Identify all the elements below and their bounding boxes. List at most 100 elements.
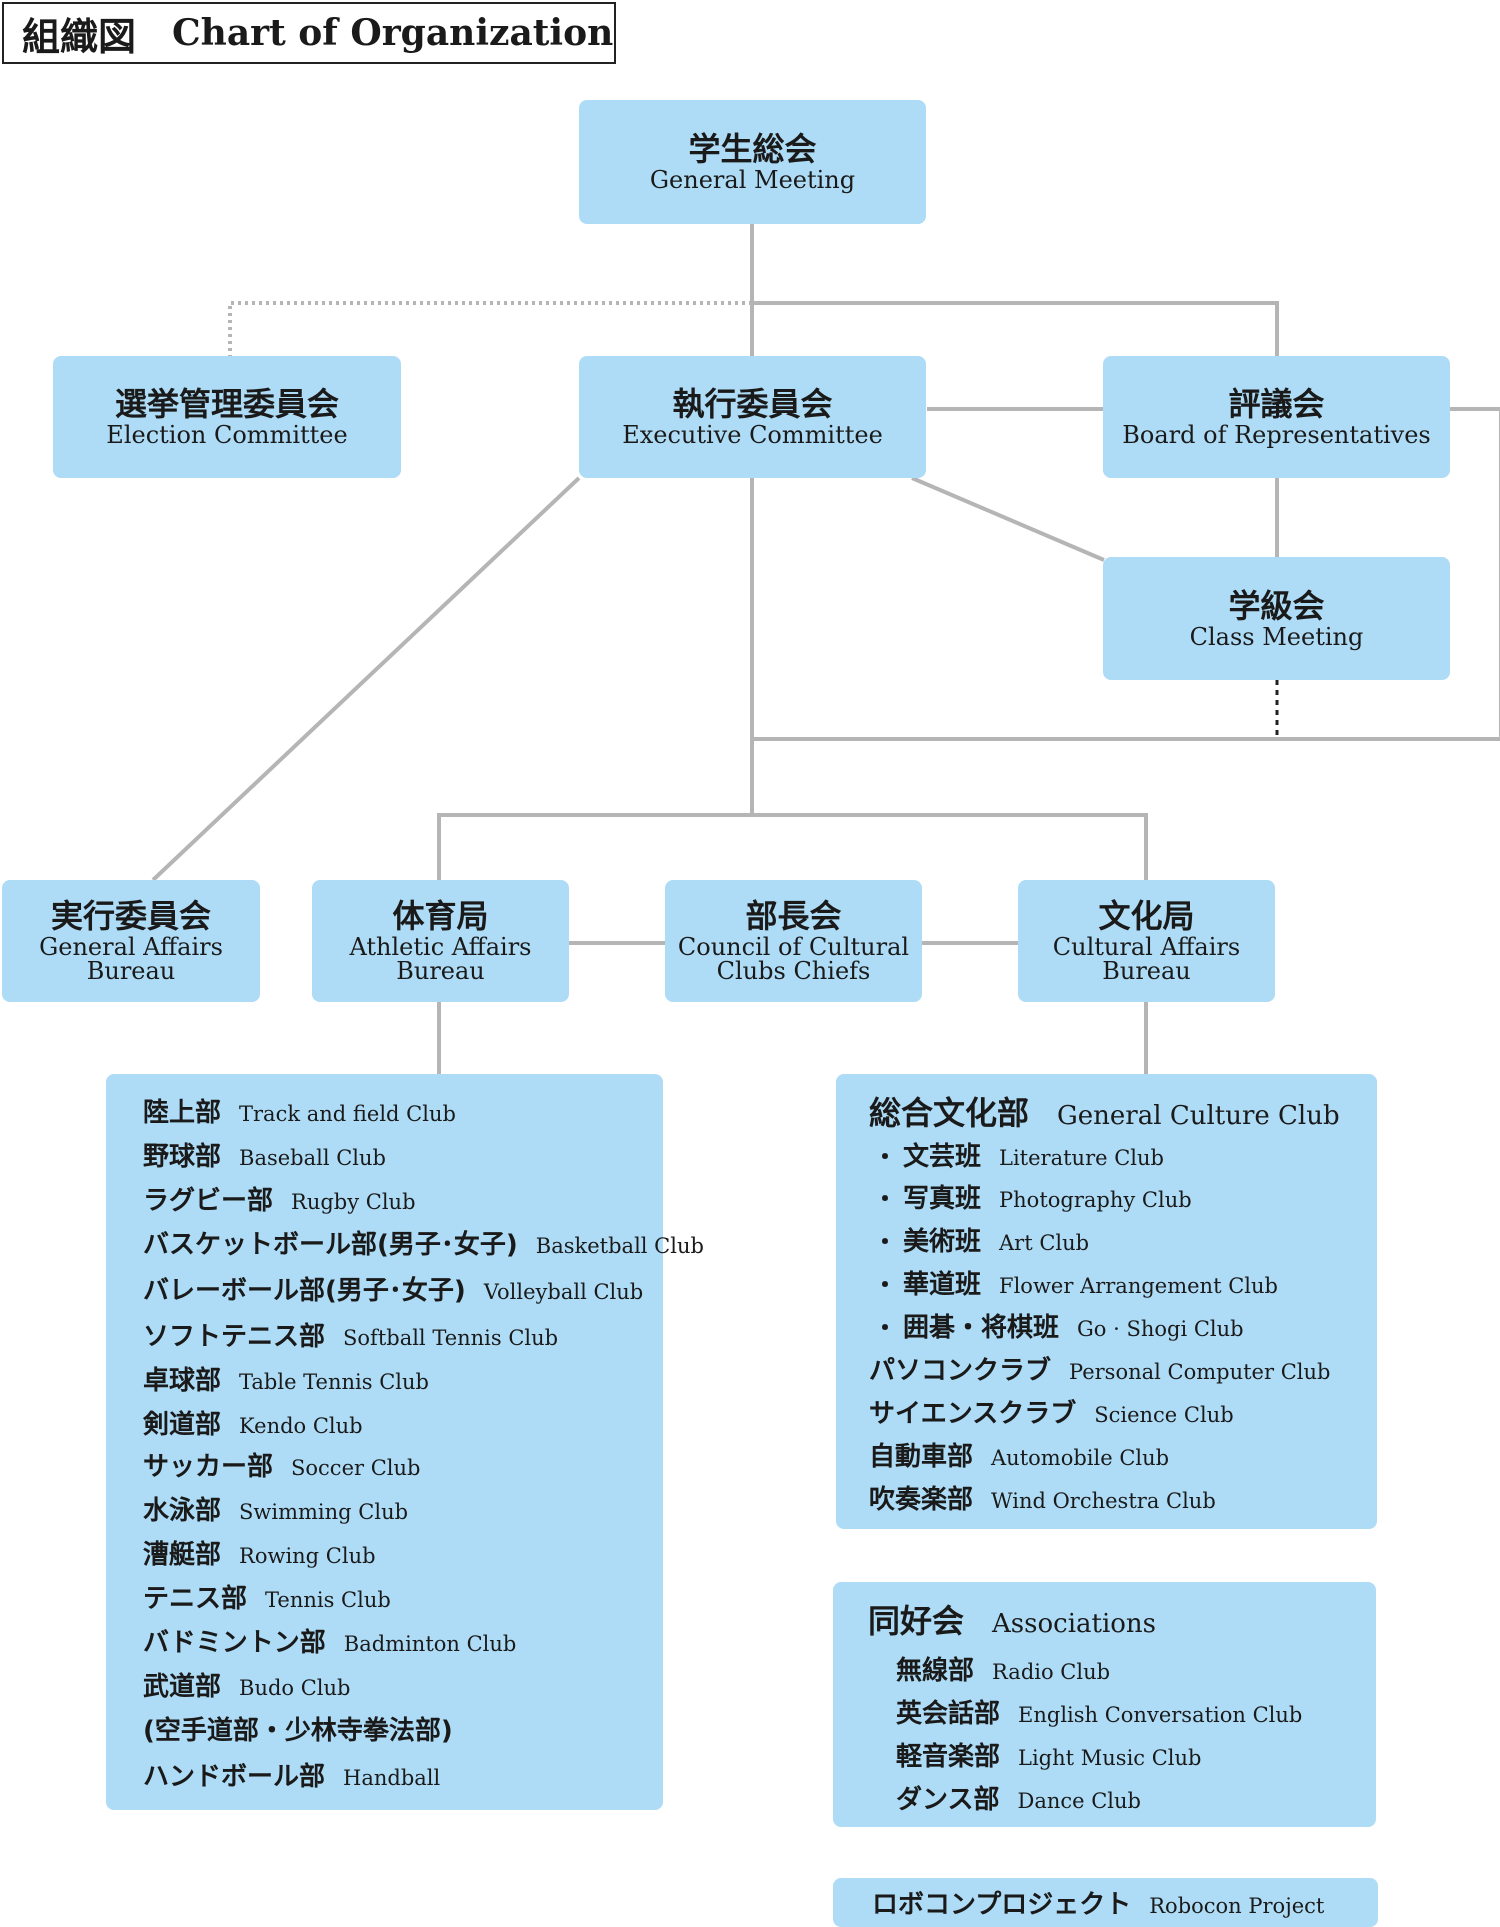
club-name-en: Badminton Club (343, 1632, 517, 1656)
club-name-ja: バドミントン部 (143, 1628, 326, 1658)
list-item: バレーボール部(男子･女子)Volleyball Club (143, 1270, 643, 1307)
list-item: 漕艇部 Rowing Club (143, 1534, 376, 1571)
list-item: 水泳部 Swimming Club (143, 1490, 408, 1527)
list-item: ・写真班 Photography Club (873, 1178, 1192, 1215)
line-election-dotted (228, 301, 752, 356)
node-label-en: Board of Representatives (1122, 421, 1431, 450)
line-exec-general-affairs (151, 476, 581, 882)
node-label-en: General Meeting (649, 166, 856, 195)
club-name-ja: 無線部 (896, 1656, 975, 1686)
club-name-en: Baseball Club (239, 1146, 386, 1170)
list-item: 吹奏楽部 Wind Orchestra Club (869, 1479, 1216, 1516)
node-board-of-representatives: 評議会 Board of Representatives (1103, 356, 1450, 478)
list-item: 野球部 Baseball Club (143, 1136, 386, 1173)
club-name-en: Kendo Club (239, 1414, 363, 1438)
node-label-en: Class Meeting (1189, 622, 1364, 651)
club-name-en: Swimming Club (239, 1500, 409, 1524)
club-name-ja: (空手道部・少林寺拳法部) (143, 1716, 453, 1746)
node-label-ja: 文化局 (1098, 897, 1195, 936)
club-name-ja: 漕艇部 (143, 1540, 222, 1570)
club-name-en: General Culture Club (1057, 1101, 1340, 1131)
node-label-en: Council of Cultural Clubs Chiefs (677, 932, 910, 986)
chart-title: 組織図 Chart of Organization (2, 2, 616, 64)
club-name-ja: 剣道部 (143, 1410, 222, 1440)
node-executive-committee: 執行委員会 Executive Committee (579, 356, 926, 478)
club-name-en: Automobile Club (991, 1446, 1170, 1470)
bullet-dot: ・ (873, 1271, 897, 1299)
club-name-ja: 武道部 (143, 1672, 222, 1702)
club-name-en: Table Tennis Club (239, 1370, 429, 1394)
list-item: サイエンスクラブ Science Club (869, 1393, 1234, 1430)
club-name-ja: 美術班 (903, 1227, 982, 1257)
club-name-en: Radio Club (992, 1660, 1111, 1684)
club-name-ja: ハンドボール部 (143, 1762, 326, 1792)
club-name-en: Light Music Club (1018, 1746, 1202, 1770)
list-item: 武道部 Budo Club (143, 1666, 351, 1703)
club-name-en: Track and field Club (239, 1102, 456, 1126)
club-name-en: Photography Club (999, 1188, 1192, 1212)
line-board-loop (752, 407, 1500, 741)
club-name-en: Science Club (1094, 1403, 1234, 1427)
node-label-en: Athletic Affairs Bureau (349, 932, 532, 986)
node-label-en: Cultural Affairs Bureau (1052, 932, 1241, 986)
list-item: ・文芸班 Literature Club (873, 1136, 1164, 1173)
club-name-en: Volleyball Club (483, 1280, 644, 1304)
club-name-ja: 卓球部 (143, 1366, 222, 1396)
club-name-ja: 文芸班 (903, 1142, 982, 1172)
node-label-ja: 執行委員会 (672, 385, 833, 424)
club-name-en: Soccer Club (291, 1456, 421, 1480)
club-name-en: Rowing Club (239, 1544, 376, 1568)
list-item: 自動車部 Automobile Club (869, 1436, 1169, 1473)
list-item: サッカー部 Soccer Club (143, 1446, 420, 1483)
club-name-en: Wind Orchestra Club (991, 1489, 1216, 1513)
node-label-ja: 選挙管理委員会 (114, 385, 339, 424)
node-council-cultural-clubs: 部長会 Council of Cultural Clubs Chiefs (665, 880, 922, 1002)
chart-title-en: Chart of Organization (172, 12, 614, 54)
club-name-ja: サッカー部 (143, 1452, 274, 1482)
club-name-ja: 写真班 (903, 1184, 982, 1214)
club-name-ja: サイエンスクラブ (869, 1399, 1077, 1429)
club-name-ja: 野球部 (143, 1142, 222, 1172)
bullet-dot: ・ (873, 1185, 897, 1213)
club-name-ja: 吹奏楽部 (869, 1485, 974, 1515)
club-name-en: Dance Club (1017, 1789, 1141, 1813)
club-name-en: Flower Arrangement Club (999, 1274, 1278, 1298)
club-name-ja: 同好会 (868, 1602, 965, 1640)
line-bureau-bar (437, 813, 1148, 880)
node-label-en: Executive Committee (622, 421, 883, 450)
club-name-en: Literature Club (999, 1146, 1164, 1170)
node-label-en: Election Committee (106, 421, 348, 450)
club-name-ja: ラグビー部 (143, 1186, 274, 1216)
club-name-ja: パソコンクラブ (869, 1356, 1052, 1386)
club-name-ja: 総合文化部 (869, 1094, 1030, 1132)
club-name-en: Softball Tennis Club (343, 1326, 559, 1350)
club-name-ja: 英会話部 (896, 1699, 1001, 1729)
club-name-en: Budo Club (239, 1676, 351, 1700)
list-item: 卓球部 Table Tennis Club (143, 1360, 429, 1397)
club-name-ja: 自動車部 (869, 1442, 974, 1472)
club-name-ja: 水泳部 (143, 1496, 222, 1526)
node-label-ja: 体育局 (392, 897, 489, 936)
bullet-dot: ・ (873, 1143, 897, 1171)
chart-title-ja: 組織図 (22, 14, 137, 59)
club-name-en: Robocon Project (1149, 1894, 1325, 1918)
node-cultural-affairs-bureau: 文化局 Cultural Affairs Bureau (1018, 880, 1275, 1002)
node-label-ja: 学級会 (1228, 586, 1325, 625)
node-class-meeting: 学級会 Class Meeting (1103, 557, 1450, 680)
club-name-ja: 華道班 (903, 1270, 982, 1300)
club-name-ja: テニス部 (143, 1584, 248, 1614)
list-item: 無線部 Radio Club (896, 1650, 1110, 1687)
